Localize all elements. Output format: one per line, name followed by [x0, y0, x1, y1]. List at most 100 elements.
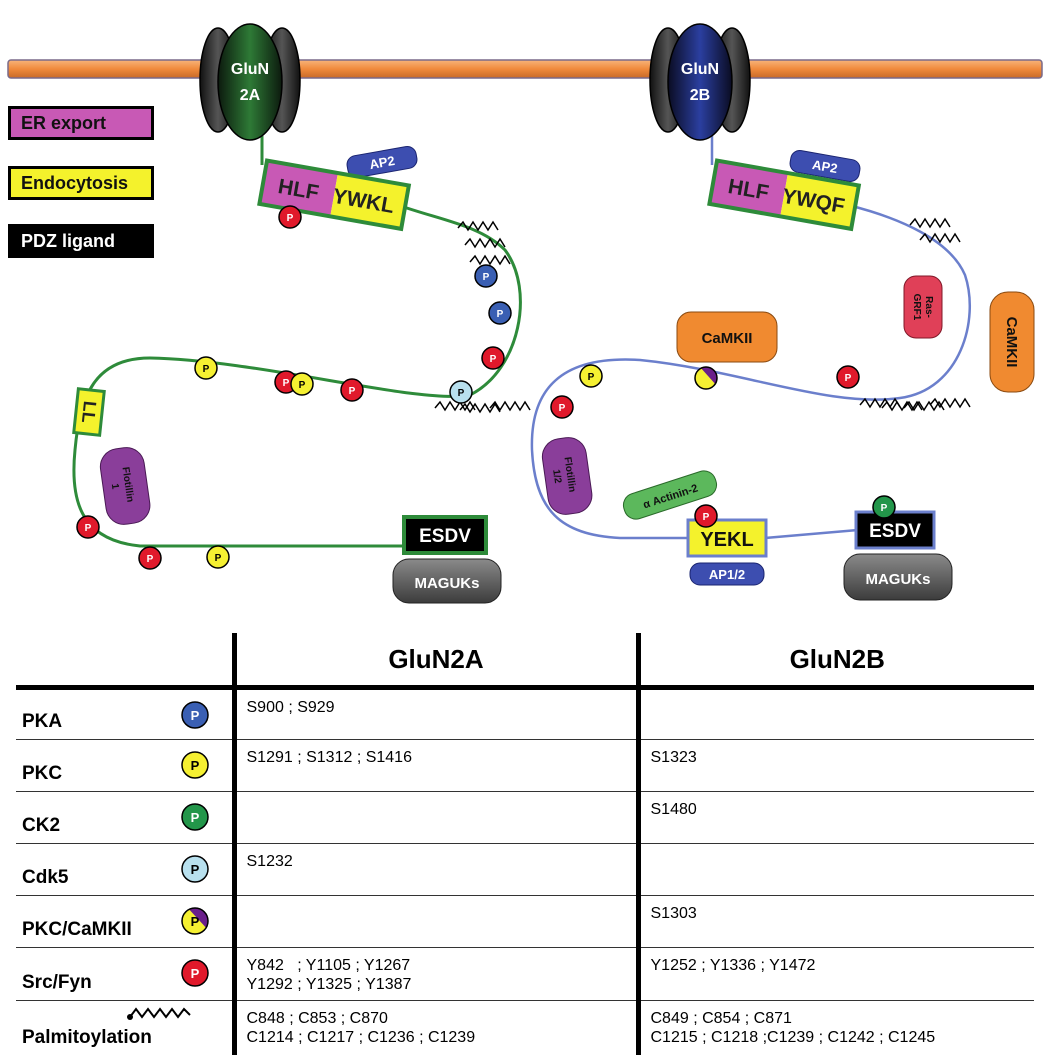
svg-text:P: P — [497, 309, 504, 320]
svg-text:ESDV: ESDV — [419, 526, 471, 547]
src-phospho-site: P — [340, 378, 364, 402]
ap2-badge-glun2a: AP2 — [346, 146, 418, 178]
kinase-cell: Src/Fyn P — [16, 947, 234, 1001]
ck2-phospho-site: P — [872, 495, 896, 519]
glun2b-sites: S1303 — [650, 905, 697, 922]
svg-text:P: P — [191, 708, 200, 723]
svg-text:P: P — [191, 810, 200, 825]
svg-text:CaMKII: CaMKII — [1003, 317, 1020, 368]
glun2b-sites: S1480 — [650, 801, 697, 818]
glun2a-trafficking-motif: HLF YWKL — [257, 158, 412, 232]
header-blank — [16, 633, 234, 690]
src-phospho-site: P — [836, 365, 860, 389]
header-glun2a: GluN2A — [231, 633, 638, 690]
svg-text:P: P — [299, 380, 306, 391]
svg-text:P: P — [845, 373, 852, 384]
src-phospho-site: P — [138, 546, 162, 570]
ck2-icon: P — [181, 803, 209, 831]
glun2b-sites-cell — [635, 843, 1035, 896]
glun2b-sites-cell — [635, 687, 1035, 740]
svg-text:P: P — [349, 386, 356, 397]
svg-text:P: P — [191, 758, 200, 773]
glun2a-label-2: 2A — [240, 87, 261, 104]
svg-text:P: P — [588, 372, 595, 383]
pkc-phospho-site: P — [579, 364, 603, 388]
svg-text:ESDV: ESDV — [869, 521, 921, 542]
svg-text:MAGUKs: MAGUKs — [865, 571, 930, 588]
glun2b-sites: S1323 — [650, 749, 697, 766]
glun2a-sites-cell — [231, 791, 638, 844]
svg-text:AP2: AP2 — [811, 157, 839, 176]
src-phospho-site: P — [278, 205, 302, 229]
svg-text:P: P — [490, 354, 497, 365]
kinase-name: Palmitoylation — [22, 1026, 152, 1048]
svg-text:P: P — [215, 553, 222, 564]
glun2a-ll-motif: LL — [72, 387, 106, 437]
legend-endocytosis-label: Endocytosis — [21, 172, 129, 193]
svg-text:Flotillin: Flotillin — [562, 456, 578, 493]
pkc-camkii-phospho-site — [694, 366, 718, 390]
svg-text:AP1/2: AP1/2 — [709, 567, 745, 582]
glun2b-maguks: MAGUKs — [843, 553, 953, 601]
ap1-2-badge: AP1/2 — [689, 562, 765, 586]
glun2b-sites-cell: S1303 — [635, 895, 1034, 948]
glun2a-label-1: GluN — [231, 61, 269, 78]
svg-text:P: P — [191, 966, 200, 981]
receptor-diagram: GluN 2A GluN 2B AP2 AP2 HLF YWKL HLF YWQ… — [7, 23, 1043, 604]
svg-text:1: 1 — [109, 483, 121, 490]
glun2b-sites-cell: Y1252 ; Y1336 ; Y1472 — [635, 947, 1034, 1001]
glun2b-trafficking-motif: HLF YWQF — [707, 158, 862, 232]
legend-pdz-ligand-label: PDZ ligand — [21, 230, 115, 251]
kinase-name: Src/Fyn — [22, 972, 92, 993]
glun2a-maguks: MAGUKs — [392, 558, 502, 604]
legend-pdz-ligand: PDZ ligand — [8, 224, 154, 258]
svg-text:P: P — [191, 914, 200, 929]
legend-er-export: ER export — [8, 106, 154, 140]
glun2a-sites: S1291 ; S1312 ; S1416 — [246, 749, 412, 766]
svg-text:P: P — [458, 388, 465, 399]
svg-text:Ras-: Ras- — [923, 296, 934, 318]
glun2b-yekl: YEKL — [686, 518, 768, 558]
glun2b-sites — [641, 690, 1035, 698]
pkc-phospho-site: P — [206, 545, 230, 569]
glun2a-sites: S1232 — [246, 853, 293, 870]
svg-text:P: P — [287, 213, 294, 224]
src-phospho-site: P — [550, 395, 574, 419]
glun2a-sites-cell — [231, 895, 638, 948]
pkc-camkii-icon: P — [181, 907, 209, 935]
camkii-vertical-box: CaMKII — [989, 291, 1035, 393]
glun2b-sites-cell: C849 ; C854 ; C871 C1215 ; C1218 ;C1239 … — [635, 1000, 1034, 1055]
kinase-cell: Palmitoylation — [16, 1000, 234, 1055]
glun2b-receptor: GluN 2B — [649, 23, 751, 141]
svg-text:P: P — [703, 512, 710, 523]
table-row: PKC P S1291 ; S1312 ; S1416 S1323 — [16, 739, 1034, 792]
glun2b-label-1: GluN — [681, 61, 719, 78]
pka-phospho-site: P — [488, 301, 512, 325]
kinase-name: PKC — [22, 763, 63, 784]
flotillin-1-2: Flotillin 1/2 — [541, 437, 593, 515]
glun2a-sites — [237, 792, 636, 800]
svg-text:1/2: 1/2 — [550, 469, 563, 485]
svg-text:P: P — [85, 523, 92, 534]
svg-text:LL: LL — [78, 400, 100, 424]
src-phospho-site: P — [76, 515, 100, 539]
svg-text:Flotillin: Flotillin — [120, 466, 136, 503]
src-phospho-site: P — [481, 346, 505, 370]
palmitoylation-icon — [127, 1007, 191, 1020]
cdk5-icon: P — [181, 855, 209, 883]
ap2-badge-glun2b: AP2 — [789, 150, 861, 182]
cdk5-phospho-site: P — [449, 380, 473, 404]
pkc-phospho-site: P — [290, 372, 314, 396]
glun2b-sites — [641, 844, 1035, 852]
glun2a-receptor: GluN 2A — [199, 23, 301, 141]
glun2b-esdv: ESDV — [854, 510, 936, 550]
glun2b-sites: C849 ; C854 ; C871 C1215 ; C1218 ;C1239 … — [650, 1010, 936, 1046]
